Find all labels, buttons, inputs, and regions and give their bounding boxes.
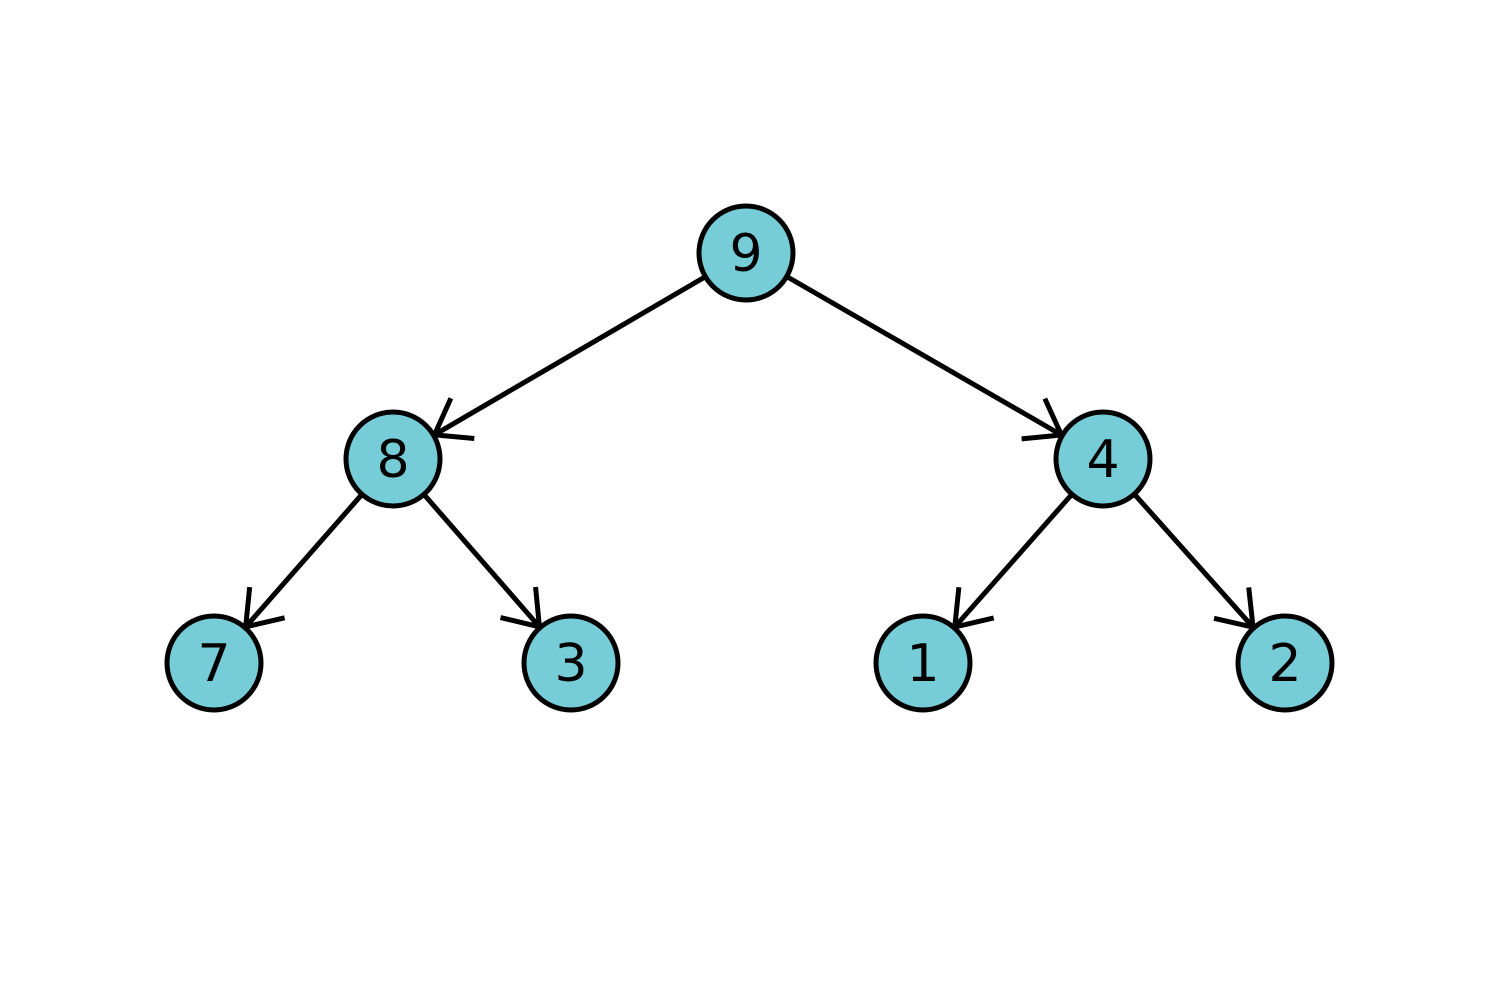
node-circle[interactable] [1235, 613, 1335, 713]
node-circle[interactable] [164, 613, 264, 713]
tree-node[interactable]: 9 [696, 203, 796, 303]
node-circle[interactable] [1053, 409, 1153, 509]
tree-node[interactable]: 3 [521, 613, 621, 713]
tree-node[interactable]: 1 [873, 613, 973, 713]
tree-node[interactable]: 8 [343, 409, 443, 509]
tree-node[interactable]: 7 [164, 613, 264, 713]
edges-layer [242, 274, 1256, 631]
node-circle[interactable] [343, 409, 443, 509]
tree-node[interactable]: 4 [1053, 409, 1153, 509]
node-circle[interactable] [696, 203, 796, 303]
node-circle[interactable] [873, 613, 973, 713]
node-circle[interactable] [521, 613, 621, 713]
tree-node[interactable]: 2 [1235, 613, 1335, 713]
